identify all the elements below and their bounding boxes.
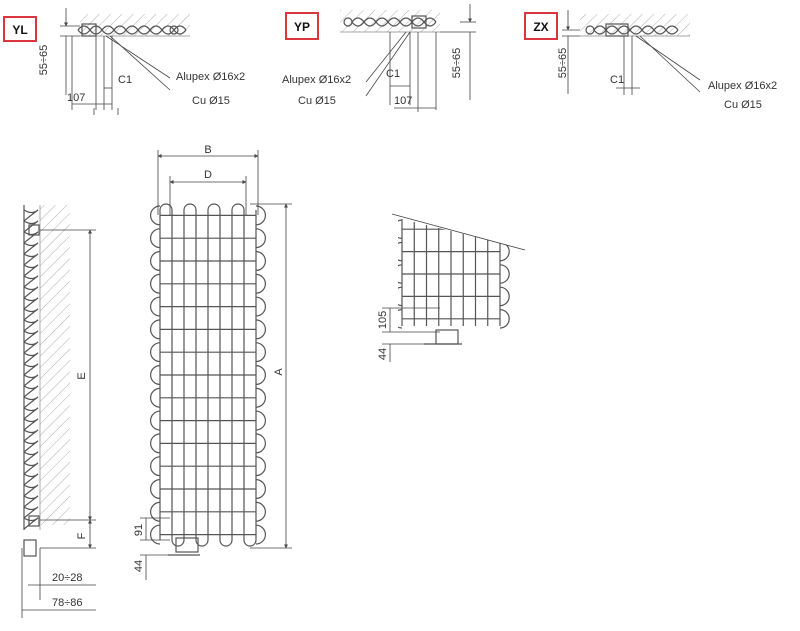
front-grid bbox=[150, 203, 266, 547]
dim-side: 55÷65 bbox=[557, 48, 569, 79]
variant-zx: ZX 55÷65 C1 Alupex Ø16x2 Cu Ø15 bbox=[524, 10, 777, 111]
wall-hatch bbox=[40, 205, 70, 525]
tube-chain bbox=[77, 23, 187, 37]
dim-c1: C1 bbox=[118, 74, 132, 86]
tube-chain bbox=[343, 15, 437, 29]
side-view: E F 20÷28 78÷86 bbox=[21, 205, 96, 618]
pipe-cu: Cu Ø15 bbox=[724, 99, 762, 111]
pipe-alupex: Alupex Ø16x2 bbox=[282, 74, 351, 86]
dim-depth-1: 20÷28 bbox=[52, 572, 83, 584]
variant-tag-box bbox=[524, 12, 558, 40]
wall-hatch bbox=[580, 14, 690, 36]
front-view: B D A 91 44 bbox=[133, 144, 292, 580]
dim-c1: C1 bbox=[386, 68, 400, 80]
variant-tag-box bbox=[3, 16, 37, 42]
dim-e: E bbox=[76, 372, 88, 379]
pipe-cu: Cu Ø15 bbox=[192, 95, 230, 107]
dim-91: 91 bbox=[133, 524, 145, 536]
dim-side: 55÷65 bbox=[38, 45, 50, 76]
dim-bottom: 107 bbox=[394, 95, 412, 107]
variant-yp: YP 55÷65 C1 107 Alupex Ø16x2 Cu Ø15 bbox=[282, 4, 476, 112]
pipe-alupex: Alupex Ø16x2 bbox=[708, 80, 777, 92]
dim-d: D bbox=[204, 169, 212, 181]
dim-bottom: 107 bbox=[67, 92, 85, 104]
valve bbox=[175, 537, 199, 553]
dim-105: 105 bbox=[377, 311, 389, 329]
dim-44: 44 bbox=[133, 560, 145, 572]
variant-yl: YL 55÷65 107 C1 Alupex Ø16x2 Cu Ø15 bbox=[3, 8, 245, 115]
dim-c1: C1 bbox=[610, 74, 624, 86]
dim-a: A bbox=[273, 368, 285, 376]
variant-tag: YP bbox=[294, 20, 310, 34]
dim-b: B bbox=[204, 144, 211, 156]
variant-tag: ZX bbox=[533, 20, 548, 34]
dim-depth-2: 78÷86 bbox=[52, 597, 83, 609]
side-coils bbox=[23, 205, 39, 530]
detail-view: 105 44 bbox=[377, 213, 526, 362]
dim-side: 55÷65 bbox=[451, 48, 463, 79]
dim-f: F bbox=[76, 532, 88, 539]
dim-44: 44 bbox=[377, 348, 389, 360]
tube-chain bbox=[585, 23, 679, 37]
variant-tag: YL bbox=[12, 23, 27, 37]
detail-grid bbox=[398, 218, 510, 329]
pipe-cu: Cu Ø15 bbox=[298, 95, 336, 107]
pipe-alupex: Alupex Ø16x2 bbox=[176, 71, 245, 83]
variant-tag-box bbox=[285, 12, 319, 40]
